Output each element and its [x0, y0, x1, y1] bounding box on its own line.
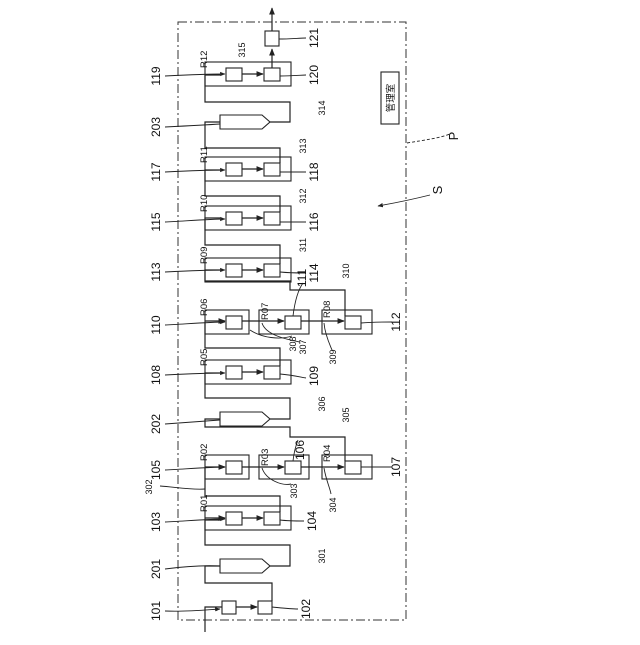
- tank-201: [220, 559, 270, 573]
- tag-r07: R07: [260, 303, 271, 320]
- label-201: 201: [149, 559, 163, 579]
- label-110: 110: [149, 315, 163, 334]
- tag-r08: R08: [322, 301, 333, 318]
- label-313: 313: [298, 138, 308, 153]
- label-107: 107: [389, 457, 403, 477]
- label-314: 314: [317, 100, 327, 115]
- label-311: 311: [298, 238, 308, 252]
- control-room: 管理室: [381, 72, 399, 124]
- label-312: 312: [298, 188, 308, 203]
- label-115: 115: [149, 212, 163, 231]
- label-315: 315: [237, 42, 247, 57]
- tank-202: [220, 412, 270, 426]
- label-102: 102: [299, 599, 313, 619]
- tag-r06: R06: [199, 299, 210, 316]
- label-310: 310: [341, 263, 351, 278]
- label-121: 121: [307, 28, 321, 48]
- label-120: 120: [307, 65, 321, 85]
- tag-r01: R01: [199, 495, 210, 512]
- label-203: 203: [149, 117, 163, 137]
- tank-203: [220, 115, 270, 129]
- label-105: 105: [149, 460, 163, 480]
- svg-text:P: P: [446, 132, 461, 141]
- label-307: 307: [298, 339, 308, 354]
- tag-r04: R04: [322, 445, 333, 462]
- label-202: 202: [149, 414, 163, 434]
- label-305: 305: [341, 407, 351, 422]
- label-303: 303: [289, 483, 299, 498]
- label-114: 114: [307, 263, 321, 282]
- control-room-label: 管理室: [385, 84, 397, 113]
- svg-text:S: S: [430, 185, 445, 194]
- facility-label: P: [407, 132, 461, 143]
- label-306: 306: [317, 396, 327, 411]
- label-103: 103: [149, 512, 163, 532]
- tag-r02: R02: [199, 444, 210, 461]
- unit-101-box: [222, 601, 236, 614]
- label-106: 106: [293, 440, 307, 460]
- label-108: 108: [149, 365, 163, 385]
- tag-r05: R05: [199, 349, 210, 366]
- unit-121-box: [265, 31, 279, 46]
- label-118: 118: [307, 162, 321, 181]
- tag-r11: R11: [199, 146, 210, 163]
- label-109: 109: [307, 366, 321, 386]
- label-302: 302: [144, 479, 154, 494]
- label-104: 104: [305, 511, 319, 531]
- label-304: 304: [328, 497, 338, 512]
- tag-r10: R10: [199, 195, 210, 212]
- tag-r12: R12: [199, 51, 210, 68]
- label-112: 112: [389, 312, 403, 331]
- unit-102-box: [258, 601, 272, 614]
- label-101: 101: [149, 601, 163, 621]
- label-117: 117: [149, 162, 163, 181]
- tag-r03: R03: [260, 449, 271, 466]
- label-301: 301: [317, 548, 327, 563]
- system-label: S: [378, 185, 445, 206]
- label-309: 309: [328, 349, 338, 364]
- label-113: 113: [149, 262, 163, 281]
- label-308: 308: [288, 336, 298, 351]
- label-116: 116: [307, 212, 321, 231]
- label-119: 119: [149, 66, 163, 85]
- tag-r09: R09: [199, 247, 210, 264]
